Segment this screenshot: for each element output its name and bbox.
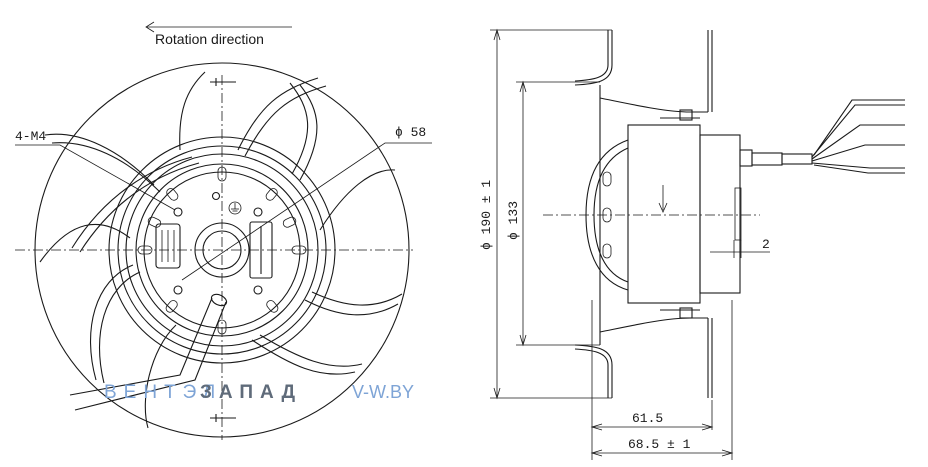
- impeller-profile: [574, 30, 713, 398]
- motor-body: [585, 109, 742, 319]
- depth-dimension-2: 68.5 ± 1: [628, 437, 691, 452]
- watermark: ВЕНТЭЛ ЗАПАД V-W.BY: [104, 382, 414, 403]
- motor-cable: [69, 293, 228, 411]
- outer-diameter-dimension: ϕ 190 ± 1: [479, 180, 494, 250]
- ground-symbol-icon: [228, 201, 242, 215]
- rotation-arrow: [145, 21, 292, 33]
- impeller-outer-circle: [34, 62, 410, 438]
- lead-wires: [811, 99, 905, 174]
- label-plate-right: [249, 221, 273, 279]
- watermark-part-1: ВЕНТЭЛ: [104, 382, 222, 403]
- hub-diameter-leader: [181, 142, 432, 281]
- mounting-holes: [173, 191, 263, 295]
- front-view: Rotation direction: [15, 21, 432, 440]
- offset-dimension: 2: [762, 237, 770, 252]
- cable-gland: [739, 149, 813, 167]
- hub-inner: [202, 230, 242, 270]
- watermark-part-3: V-W.BY: [352, 382, 414, 402]
- depth-dimension-1: 61.5: [632, 411, 663, 426]
- rim-marks: [210, 78, 236, 422]
- label-plate-left: [155, 223, 181, 269]
- rotation-direction-label: Rotation direction: [155, 31, 264, 47]
- hub-outer: [194, 222, 250, 278]
- motor-rings: [108, 136, 336, 364]
- mount-thread-leader: [15, 144, 176, 211]
- side-view: ϕ 190 ± 1 ϕ 133: [479, 28, 905, 460]
- watermark-part-2: ЗАПАД: [200, 382, 302, 403]
- inner-diameter-dimension: ϕ 133: [506, 201, 521, 240]
- mount-thread-label: 4-M4: [15, 129, 46, 144]
- cooling-slots: [137, 166, 307, 335]
- hub-diameter-label: ϕ 58: [395, 125, 426, 140]
